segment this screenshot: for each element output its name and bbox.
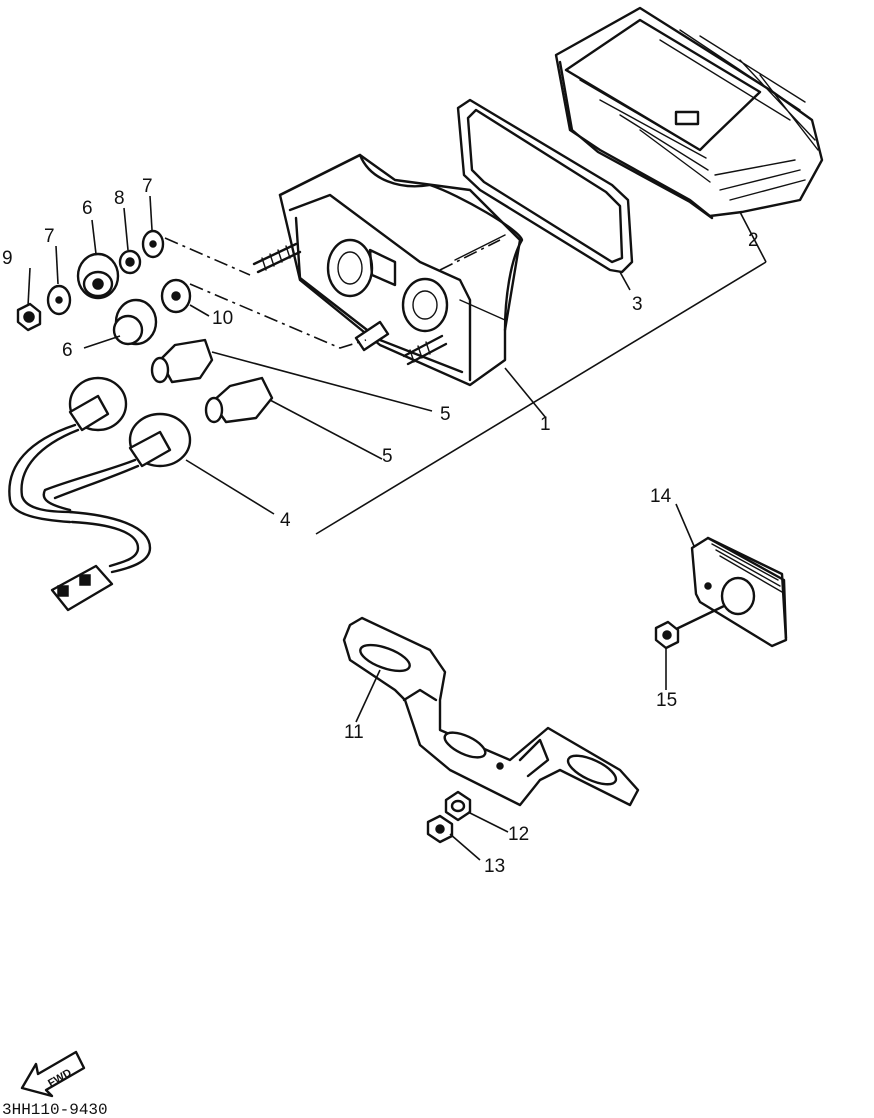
diagram-code: 3HH110-9430 [2, 1101, 108, 1118]
socket-harness [8, 376, 192, 612]
callout-5-upper: 5 [440, 404, 451, 425]
tail-light-housing [252, 153, 524, 387]
lens-gasket [456, 98, 634, 274]
callout-7-upper: 7 [142, 176, 153, 197]
tail-lens [554, 6, 824, 220]
nut-9 [16, 302, 42, 332]
callouts: 1 2 3 4 5 5 6 6 7 7 8 9 10 11 12 13 14 1… [2, 176, 759, 877]
callout-6-lower: 6 [62, 340, 73, 361]
license-lamp [668, 536, 788, 648]
callout-3: 3 [632, 294, 643, 315]
callout-2: 2 [748, 230, 759, 251]
washer-10 [160, 278, 192, 314]
bulb-5-lower [204, 376, 274, 424]
nut-13 [426, 814, 454, 844]
collar-8 [118, 249, 142, 275]
fwd-arrow-icon: FWD [20, 1050, 86, 1098]
callout-13: 13 [484, 856, 505, 877]
assembly-lines [164, 237, 501, 349]
collar-12 [444, 790, 472, 822]
grommet-6-lower [112, 298, 158, 346]
bulb-5-upper [150, 338, 214, 384]
callout-14: 14 [650, 486, 672, 507]
nut-15 [654, 620, 680, 650]
callout-12: 12 [508, 824, 529, 845]
leader-lines [27, 195, 767, 861]
license-bracket [342, 616, 640, 807]
washer-7-lower [46, 284, 72, 316]
callout-4: 4 [280, 510, 291, 531]
callout-1: 1 [540, 414, 551, 435]
callout-6-upper: 6 [82, 198, 93, 219]
callout-15: 15 [656, 690, 677, 711]
grommet-6-upper [76, 252, 120, 300]
callout-9: 9 [2, 248, 13, 269]
callout-8: 8 [114, 188, 125, 209]
callout-11: 11 [344, 722, 364, 743]
callout-10: 10 [212, 308, 233, 329]
callout-7-lower: 7 [44, 226, 55, 247]
washer-7-upper [141, 229, 165, 259]
callout-5-lower: 5 [382, 446, 393, 467]
